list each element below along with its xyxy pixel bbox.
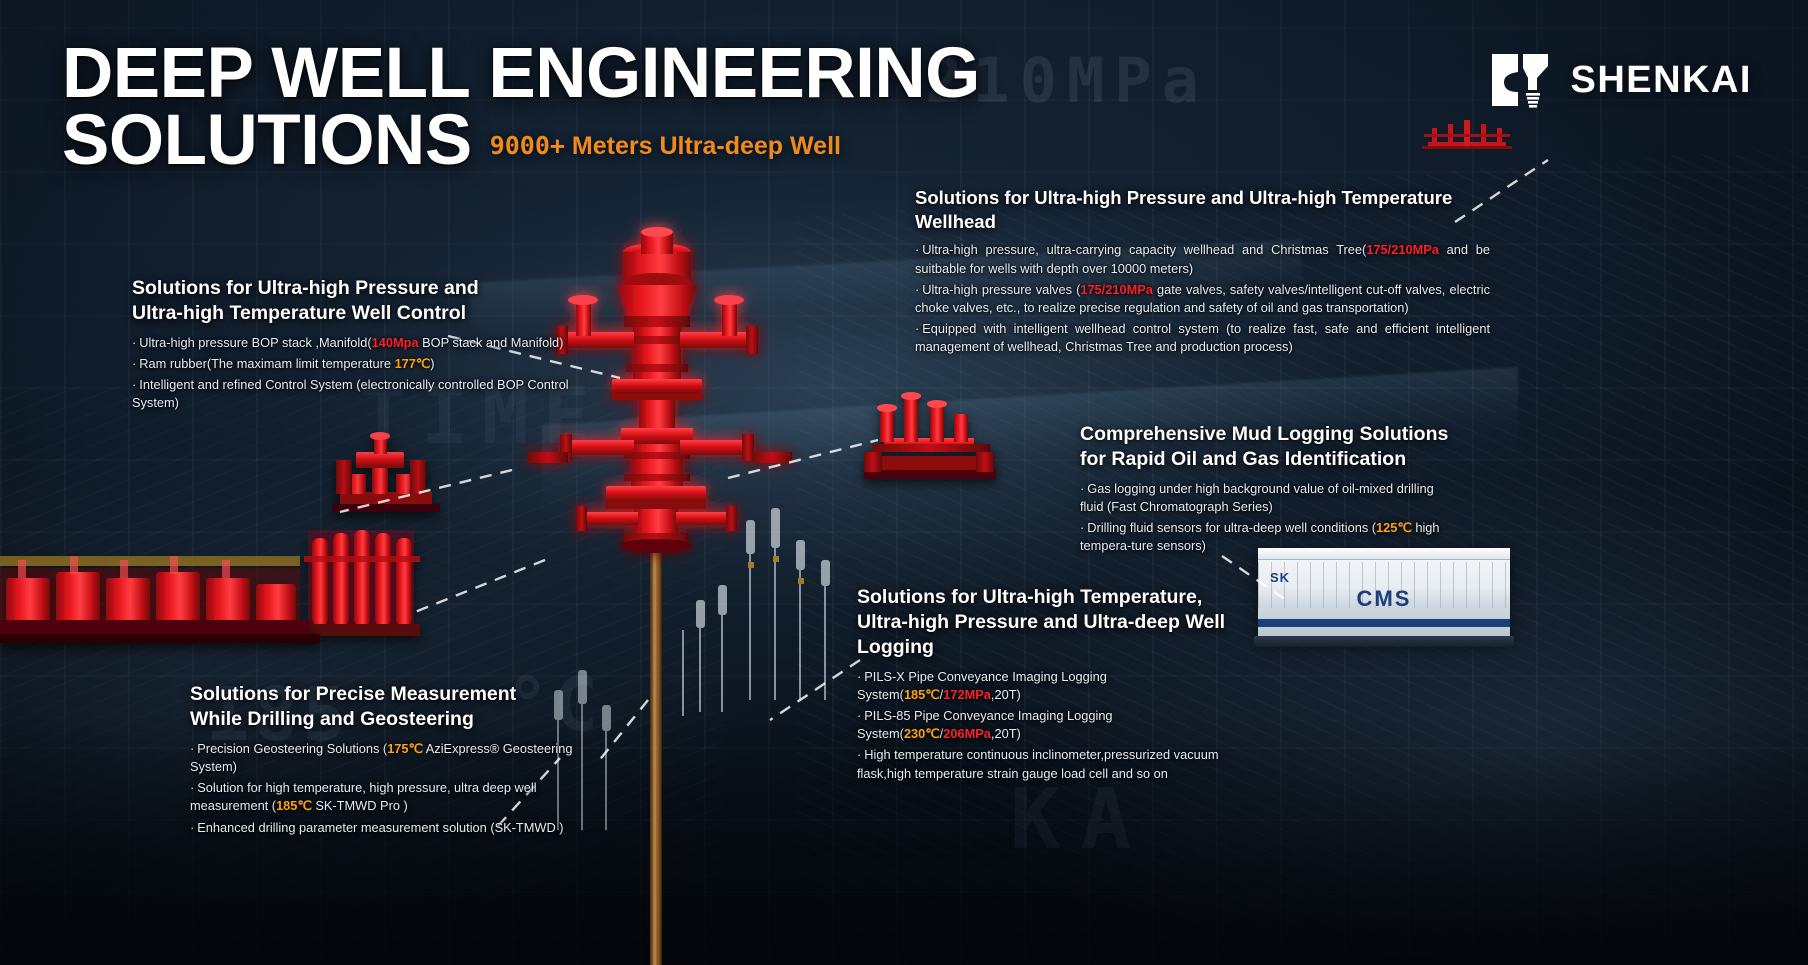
shenkai-flask-logo-icon [1492,54,1549,108]
bullet-highlight: 125℃ [1376,520,1412,536]
subtitle: 9000+ Meters Ultra-deep Well [490,131,841,175]
bullet-text: Drilling fluid sensors for ultra-deep we… [1087,520,1377,536]
bullet-text: gate valves, safety valves/intelligent c… [915,281,1490,315]
bullet-item: PILS-85 Pipe Conveyance Imaging Logging … [857,707,1257,743]
block-well-control: Solutions for Ultra-high Pressure and Ul… [132,276,582,416]
bullet-highlight: 230℃ [903,726,940,742]
subtitle-depth-number: 9000+ [489,130,565,160]
bullet-item: Ram rubber(The maximam limit temperature… [132,355,582,373]
bullet-text: / [939,687,944,703]
van-brand-logo: CMS [1356,586,1412,611]
title-row-1: Solutions for Ultra-high Temperature, [857,586,1203,608]
bullet-text: ) [430,356,435,372]
bullet-text: Solution for high temperature, high pres… [190,780,537,814]
bullet-text: Intelligent and refined Control System (… [132,377,569,411]
bullet-highlight: 185℃ [903,687,940,703]
mud-logging-container-van: SK CMS [1254,548,1514,647]
logging-tool-strings [682,508,830,716]
block-mud-logging-bullets: Gas logging under high background value … [1080,480,1455,556]
subtitle-depth-text: Meters Ultra-deep Well [571,131,841,160]
bullet-highlight: 140Mpa [371,334,419,350]
title-row-2: for Rapid Oil and Gas Identification [1080,447,1407,470]
bullet-text: Ultra-high pressure BOP stack ,Manifold( [139,334,372,350]
bullet-text: ,20T) [990,687,1021,703]
bullet-item: High temperature continuous inclinometer… [857,746,1257,782]
bullet-item: Ultra-high pressure, ultra-carrying capa… [915,241,1490,277]
bullet-item: Drilling fluid sensors for ultra-deep we… [1080,519,1455,555]
van-chassis [1254,636,1514,647]
bullet-highlight: 185℃ [276,798,312,814]
van-corrugation [1258,562,1510,608]
block-wellhead: Solutions for Ultra-high Pressure and Ul… [915,186,1490,359]
bullet-item: Solution for high temperature, high pres… [190,779,580,815]
brand-logo: SHENKAI [1490,52,1752,108]
accumulator-bottle-rack [304,530,420,636]
block-well-control-title: Solutions for Ultra-high Pressure and Ul… [132,276,582,326]
manifold-pump-train [0,556,320,643]
block-well-control-bullets: Ultra-high pressure BOP stack ,Manifold(… [132,334,582,413]
title-row-2: Ultra-high Temperature Well Control [132,301,467,324]
bullet-text: Enhanced drilling parameter measurement … [197,819,564,835]
title-line-2: SOLUTIONS [62,101,472,181]
bullet-item: Enhanced drilling parameter measurement … [190,819,580,837]
bullet-item: Precision Geosteering Solutions (175℃ Az… [190,740,580,776]
bullet-highlight: 175/210MPa [1366,242,1439,258]
bullet-item: PILS-X Pipe Conveyance Imaging Logging S… [857,668,1257,704]
van-blue-stripe [1258,619,1510,627]
block-geosteering: Solutions for Precise Measurement While … [190,682,580,840]
bop-stack-skid [332,432,440,512]
bullet-highlight: 177℃ [394,356,431,372]
bullet-text: SK-TMWD Pro ) [311,798,408,814]
poster-title: DEEP WELL ENGINEERING SOLUTIONS 9000+ Me… [62,34,980,181]
bullet-text: BOP stack and Manifold) [418,334,564,350]
bullet-highlight: 175℃ [387,740,423,756]
title-row-1: Solutions for Ultra-high Pressure and [132,277,479,299]
brand-name: SHENKAI [1570,58,1752,101]
block-wellhead-title: Solutions for Ultra-high Pressure and Ul… [915,187,1453,232]
block-geosteering-bullets: Precision Geosteering Solutions (175℃ Az… [190,740,580,837]
title-line-1: DEEP WELL ENGINEERING [62,34,980,113]
bullet-text: Ultra-high pressure valves ( [922,281,1081,297]
bullet-text: Ultra-high pressure, ultra-carrying capa… [922,242,1367,258]
block-well-logging-bullets: PILS-X Pipe Conveyance Imaging Logging S… [857,668,1257,783]
bullet-item: Intelligent and refined Control System (… [132,376,582,412]
bullet-text: high tempera-ture sensors) [1080,520,1440,554]
logo-decoration-wellhead-icon [1422,120,1512,149]
title-row-2: While Drilling and Geosteering [190,707,474,730]
bullet-item: Ultra-high pressure valves (175/210MPa g… [915,281,1490,317]
bullet-text: Precision Geosteering Solutions ( [197,740,388,756]
block-well-logging-title: Solutions for Ultra-high Temperature, Ul… [857,585,1257,660]
bullet-text: and be suitbable for wells with depth ov… [915,242,1490,276]
block-mud-logging: Comprehensive Mud Logging Solutions for … [1080,422,1455,559]
bullet-text: Ram rubber(The maximam limit temperature [139,356,395,372]
van-brand-small: SK [1270,570,1291,585]
title-row-1: Comprehensive Mud Logging Solutions [1080,423,1449,445]
bullet-text: / [939,726,944,742]
valve-manifold-skid [864,392,996,479]
title-row-1: Solutions for Precise Measurement [190,683,517,705]
bullet-item: Ultra-high pressure BOP stack ,Manifold(… [132,334,582,352]
bullet-text: ,20T) [990,726,1021,742]
block-mud-logging-title: Comprehensive Mud Logging Solutions for … [1080,422,1455,472]
bullet-item: Equipped with intelligent wellhead contr… [915,320,1490,356]
title-row-2: Ultra-high Pressure and Ultra-deep Well … [857,610,1226,658]
block-wellhead-bullets: Ultra-high pressure, ultra-carrying capa… [915,241,1490,356]
bullet-highlight: 175/210MPa [1080,281,1153,297]
bullet-text: Gas logging under high background value … [1080,480,1434,515]
bullet-text: PILS-X Pipe Conveyance Imaging Logging S… [857,668,1107,703]
block-well-logging: Solutions for Ultra-high Temperature, Ul… [857,585,1257,786]
bullet-highlight: 172MPa [943,687,991,703]
bullet-text: High temperature continuous inclinometer… [857,747,1219,781]
bullet-text: Equipped with intelligent wellhead contr… [915,320,1490,355]
bullet-text: AziExpress® Geosteering System) [190,740,573,775]
bullet-item: Gas logging under high background value … [1080,480,1455,516]
bullet-text: PILS-85 Pipe Conveyance Imaging Logging … [857,708,1113,742]
block-geosteering-title: Solutions for Precise Measurement While … [190,682,580,732]
bullet-highlight: 206MPa [943,726,991,742]
